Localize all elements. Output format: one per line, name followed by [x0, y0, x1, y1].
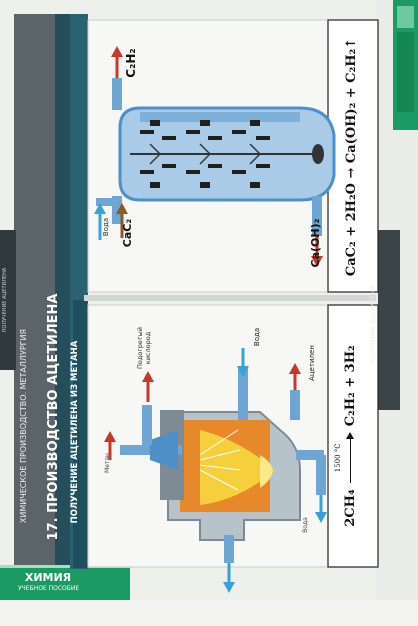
methane-arrows [104, 348, 327, 593]
methane-reactor [120, 368, 326, 563]
methane-equation: 2CH₄ 1500 °C C₂H₂ + 3H₂ [334, 296, 363, 576]
poster-artwork [0, 0, 418, 600]
label-c2h2: C₂H₂ [124, 48, 138, 78]
carbide-equation: CaC₂ + 2H₂O → Ca(OH)₂ + C₂H₂↑ [344, 37, 359, 277]
side-caption-left: ПОЛУЧЕНИЕ АЦЕТИЛЕНА [2, 267, 8, 333]
carbide-reactor [96, 78, 336, 236]
label-water-in: Вода [253, 327, 261, 347]
methane-heading: ПОЛУЧЕНИЕ АЦЕТИЛЕНА ИЗ МЕТАНА [70, 340, 80, 524]
carbide-heading: ПОЛУЧЕНИЕ АЦЕТИЛЕНА [370, 286, 377, 364]
series-label: ХИМИЯ УЧЕБНОЕ ПОСОБИЕ [18, 571, 80, 592]
label-oxygen: Подогретый кислород [136, 326, 152, 370]
label-water-top: Вода [102, 217, 110, 237]
equation-product: C₂H₂ + 3H₂ [343, 345, 358, 427]
label-caoh2: Ca(OH)₂ [309, 218, 322, 268]
label-acetylene: Ацетилен [308, 345, 316, 381]
equation-condition: 1500 °C [333, 443, 342, 473]
poster-title: 17. ПРОИЗВОДСТВО АЦЕТИЛЕНА [46, 293, 61, 541]
series-band [0, 565, 130, 600]
series-subtitle: УЧЕБНОЕ ПОСОБИЕ [18, 585, 80, 592]
label-water-out: Вода [302, 517, 309, 533]
label-cac2: CaC₂ [121, 218, 134, 248]
series-title: ХИМИЯ [24, 571, 72, 584]
equation-arrow: 1500 °C [334, 431, 356, 485]
carbide-arrows [94, 46, 323, 267]
equation-reactant: 2CH₄ [343, 489, 358, 527]
poster-subtitle: ХИМИЧЕСКОЕ ПРОИЗВОДСТВО. МЕТАЛЛУРГИЯ [19, 328, 28, 524]
label-methane: Метан [104, 453, 111, 473]
